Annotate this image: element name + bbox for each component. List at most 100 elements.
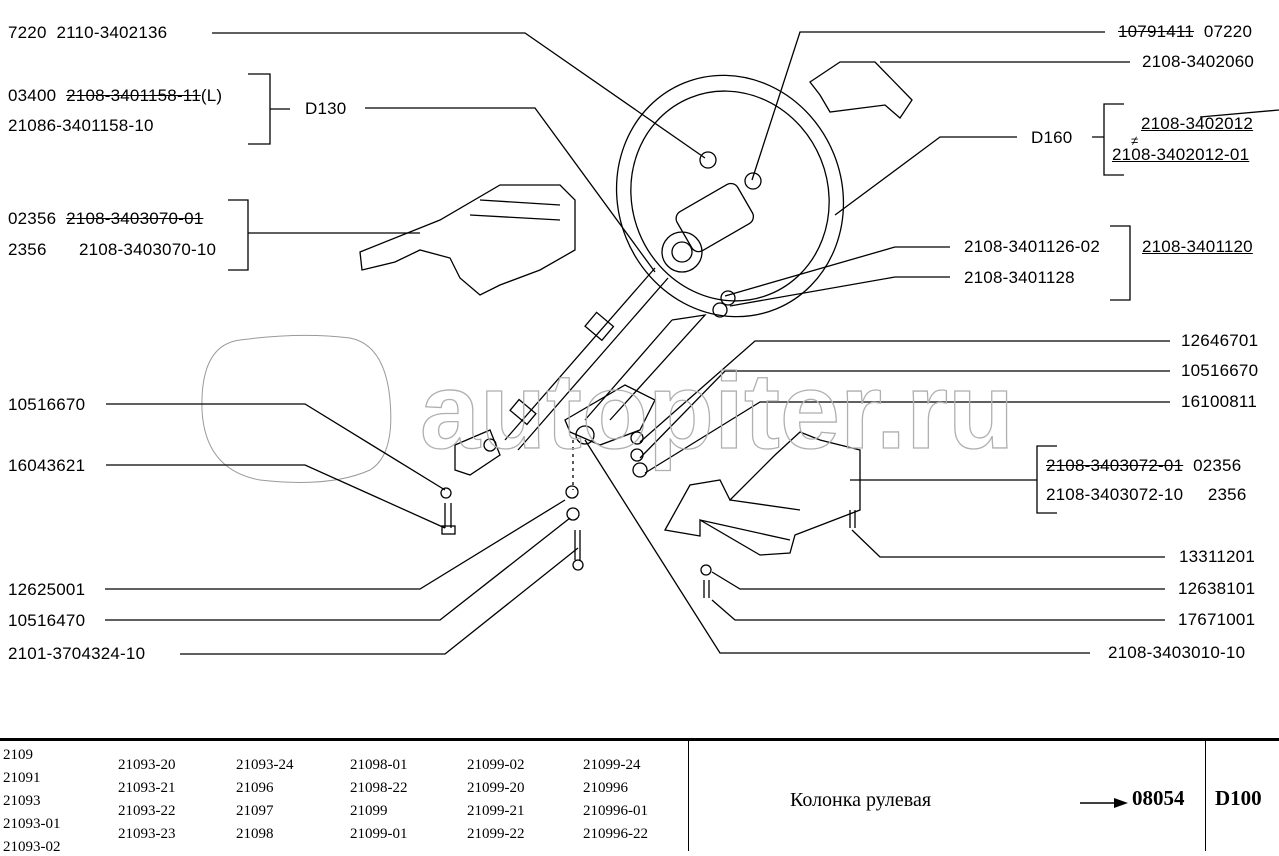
leader-r10 [711,571,1165,590]
part-label[interactable]: 2108-3403010-10 [1108,643,1246,662]
exploded-parts-diagram: autopiter.ru 7220 2110-3402136 03400 210… [8,22,1279,663]
part-label[interactable]: 10791411 07220 [1118,22,1252,42]
part-label[interactable]: 2108-3403072-10 2356 [1046,485,1246,505]
part-number-superseded: 10791411 [1118,22,1194,41]
model-item: 21093-20 [118,757,176,773]
part-number: 21086-3401158-10 [8,116,154,135]
model-item: 21093-24 [236,757,294,773]
part-label[interactable]: 13311201 [1179,547,1255,566]
part-label[interactable]: 16043621 [8,456,86,475]
washers-drawing [712,290,736,318]
model-item: 21093-21 [118,780,176,796]
watermark-logo [201,334,392,483]
model-item: 21099-24 [583,757,641,773]
part-label[interactable]: 12625001 [8,580,86,599]
diagram-artwork [105,31,1279,655]
part-label[interactable]: 2108-3401126-02 [964,237,1100,256]
assembly-ref[interactable]: 2108-3401120 [1142,237,1253,256]
steering-wheel-drawing [615,74,845,318]
part-label[interactable]: 2108-3402012 [1141,114,1253,134]
model-item: 21093-02 [3,839,61,855]
part-suffix: 2356 [1207,485,1247,504]
leader-r7 [644,401,1170,474]
part-prefix: 02356 [8,209,57,228]
model-item: 210996 [583,780,628,796]
leader-r3-ext [1199,109,1279,118]
leader-r9 [851,529,1165,558]
leader-r12 [584,439,1090,654]
part-label[interactable]: 17671001 [1178,610,1256,629]
model-item: 21098 [236,826,274,842]
leader-l6 [105,499,566,590]
part-label[interactable]: 16100811 [1181,392,1257,411]
model-item: 21093-23 [118,826,176,842]
model-item: 21093-01 [3,816,61,832]
part-prefix: 2356 [8,240,47,259]
leader-l7 [105,517,571,621]
page-code: D100 [1215,786,1262,810]
part-label[interactable]: 2108-3403072-01 02356 [1046,456,1241,476]
part-number-superseded: 2108-3402012 [1141,114,1254,133]
part-suffix: (L) [200,86,223,105]
part-number: 2108-3402012-01 [1112,145,1250,164]
model-item: 21093 [3,793,41,809]
model-item: 21091 [3,770,41,786]
part-label[interactable]: 10516670 [1181,361,1259,380]
divider [688,741,689,851]
part-label[interactable]: 10516670 [8,395,86,414]
model-item: 21099-22 [467,826,525,842]
model-item: 21093-22 [118,803,176,819]
leader-d130 [365,107,656,273]
model-item: 21099-21 [467,803,525,819]
bracket-r4 [1110,225,1131,301]
part-suffix: 02356 [1193,456,1242,475]
model-item: 2109 [3,747,33,763]
leader-r6 [639,370,1170,459]
part-label[interactable]: 21086-3401158-10 [8,116,154,136]
leader-l1 [212,32,706,159]
bracket-l2 [248,73,290,145]
not-equal-icon: ≠ [1131,133,1139,148]
leader-l4 [106,403,446,491]
leader-r4b [729,276,950,307]
part-label[interactable]: 12638101 [1178,579,1256,598]
part-suffix: 07220 [1203,22,1253,41]
part-label[interactable]: 2108-3401128 [964,268,1075,287]
leader-l5 [106,464,446,529]
part-label[interactable]: 2356 2108-3403070-10 [8,240,216,260]
model-item: 210996-22 [583,826,648,842]
page-title: Колонка рулевая [790,789,932,811]
part-label[interactable]: 02356 2108-3403070-01 [8,209,203,229]
model-item: 21099-20 [467,780,525,796]
arrow-right-icon [1080,798,1128,808]
part-prefix: 03400 [8,86,57,105]
group-ref-d130[interactable]: D130 [305,99,347,118]
bolts-drawing [440,485,856,598]
part-label[interactable]: 10516470 [8,611,86,630]
upper-shroud-drawing [359,184,576,296]
catalog-code: 08054 [1132,786,1185,810]
part-number-superseded: 2108-3403072-01 [1046,456,1184,475]
part-label[interactable]: 2108-3402060 [1142,52,1255,71]
leader-l8 [180,547,579,655]
steering-shaft-drawing [454,267,669,476]
model-item: 21099-02 [467,757,525,773]
model-item: 21099-01 [350,826,408,842]
group-ref-d160[interactable]: D160 [1031,128,1073,147]
divider [1205,741,1206,851]
part-prefix: 7220 [8,23,47,42]
model-item: 21098-01 [350,757,408,773]
part-number-superseded: 2108-3403070-01 [66,209,204,228]
lower-shroud-drawing [663,431,861,556]
leader-r11 [711,599,1165,621]
part-label[interactable]: 2101-3704324-10 [8,644,146,663]
part-label[interactable]: 12646701 [1181,331,1259,350]
bracket-l3 [228,199,249,271]
catalog-footer: 2109 21091 21093 21093-01 21093-02 21093… [0,738,1279,855]
column-tube-drawing [564,314,707,446]
part-label[interactable]: 03400 2108-3401158-11(L) [8,86,222,106]
leader-r4a [724,246,950,297]
model-item: 21099 [350,803,388,819]
part-label[interactable]: 2108-3402012-01 [1112,145,1249,165]
part-label[interactable]: 7220 2110-3402136 [8,23,167,43]
